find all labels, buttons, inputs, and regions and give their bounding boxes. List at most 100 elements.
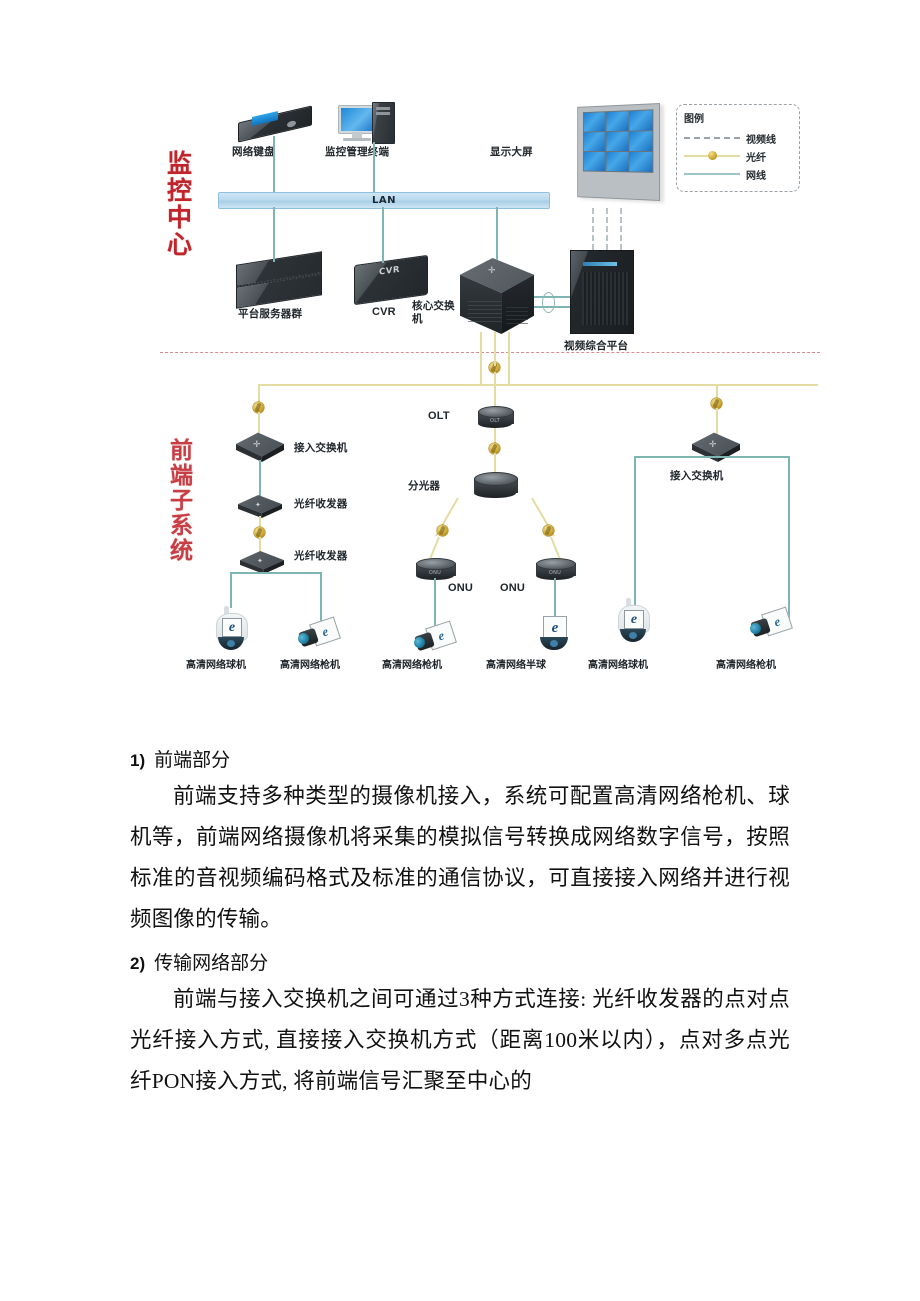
label-onu-right: ONU	[500, 582, 526, 594]
label-access-switch-left: 接入交换机	[294, 442, 348, 454]
fiber-olt-splitter-b	[494, 453, 496, 475]
lan-bus-label: LAN	[372, 195, 396, 206]
cvr-device-icon: CVR	[354, 254, 428, 306]
fiber-bead-trunk-center	[489, 362, 500, 373]
link-lan-core-switch	[496, 207, 498, 260]
camera-bullet-6-icon: e	[748, 606, 793, 640]
fiber-bead-onu-left	[437, 525, 448, 536]
camera-bullet-2-icon: e	[296, 616, 341, 650]
label-video-platform: 视频综合平台	[564, 340, 629, 352]
link-transceiver-cam1	[230, 572, 232, 608]
fiber-drop-left-2	[258, 412, 260, 434]
onu-right-badge: ONU	[548, 570, 562, 577]
label-monitoring-workstation: 监控管理终端	[325, 146, 390, 158]
label-cvr: CVR	[372, 306, 396, 318]
label-platform-server-group: 平台服务器群	[238, 308, 303, 320]
label-video-wall: 显示大屏	[490, 146, 533, 158]
link-onu-left-camera	[434, 578, 436, 638]
olt-device-icon: OLT	[478, 406, 514, 428]
fiber-onu-right-tail	[550, 536, 561, 560]
fiber-trunk-bus-left	[258, 384, 568, 386]
camera-label-6: 高清网络枪机	[716, 660, 776, 671]
link-lan-cvr	[382, 207, 384, 263]
label-olt: OLT	[428, 410, 450, 422]
link-keyboard-lan	[273, 136, 275, 192]
fiber-bead-left	[253, 402, 264, 413]
cable-ring-icon	[542, 292, 555, 313]
fiber-bead-between-transceivers	[254, 527, 265, 538]
link-lan-server-group	[273, 207, 275, 262]
section-label-front-end-subsystem: 前端子系统	[165, 438, 192, 563]
fiber-transceiver-lower-icon: ✦	[240, 550, 284, 574]
camera-label-1: 高清网络球机	[186, 660, 246, 671]
legend-title: 图例	[684, 114, 704, 125]
fiber-coreswitch-down-1	[480, 332, 482, 385]
legend-label-video-cable: 视频线	[746, 134, 776, 146]
fiber-trunk-bus-right	[520, 384, 818, 386]
network-topology-diagram: 监控中心 前端子系统 图例 视频线 光纤 网线 网络键盘	[160, 100, 820, 700]
camera-halfball-4-icon: e	[540, 616, 570, 652]
label-fiber-transceiver-lower: 光纤收发器	[294, 550, 348, 562]
fiber-drop-left	[258, 384, 260, 406]
legend-label-network-cable: 网线	[746, 170, 766, 182]
camera-label-3: 高清网络枪机	[382, 660, 442, 671]
fiber-coreswitch-down-3	[508, 332, 510, 385]
section-label-monitoring-center: 监控中心	[163, 150, 193, 258]
fiber-bead-onu-right	[543, 525, 554, 536]
fiber-between-transceivers-a	[259, 516, 261, 530]
camera-label-2: 高清网络枪机	[280, 660, 340, 671]
link-accessswitch-right-branch-h	[634, 456, 788, 458]
article-body: 1) 前端部分 前端支持多种类型的摄像机接入，系统可配置高清网络枪机、球机等，前…	[130, 745, 790, 1110]
fiber-bead-olt-splitter	[489, 443, 500, 454]
legend-label-fiber: 光纤	[746, 152, 766, 164]
camera-label-5: 高清网络球机	[588, 660, 648, 671]
label-access-switch-right: 接入交换机	[670, 470, 724, 482]
camera-dome-5-icon: e	[618, 598, 650, 644]
link-coreswitch-videoplatform-c	[553, 296, 573, 298]
video-cable-sample-icon	[684, 133, 740, 143]
fiber-transceiver-upper-icon: ✦	[238, 494, 282, 518]
fiber-sample-icon	[684, 151, 740, 161]
section-number-2: 2)	[130, 954, 146, 973]
onu-right-icon: ONU	[536, 558, 576, 580]
link-coreswitch-videoplatform-d	[553, 306, 573, 308]
optical-splitter-icon	[474, 472, 518, 498]
core-switch-icon: ✛	[460, 258, 534, 334]
fiber-trunk-stub-up	[494, 352, 496, 366]
link-accessswitch-transceiver-upper	[259, 460, 261, 498]
network-cable-sample-icon	[684, 169, 740, 179]
camera-dome-1-icon: e	[216, 606, 248, 652]
video-platform-cabinet-icon	[570, 250, 634, 334]
section-title-1: 前端部分	[154, 750, 231, 771]
network-keyboard-icon	[238, 105, 312, 143]
access-switch-left-icon: ✛	[236, 432, 284, 462]
onu-left-badge: ONU	[428, 570, 442, 577]
section-paragraph-1: 前端支持多种类型的摄像机接入，系统可配置高清网络枪机、球机等，前端网络摄像机将采…	[130, 784, 790, 931]
section-heading-2: 2) 传输网络部分	[130, 948, 790, 975]
link-workstation-lan	[373, 142, 375, 192]
zone-divider	[160, 352, 820, 353]
section-paragraph-2: 前端与接入交换机之间可通过3种方式连接: 光纤收发器的点对点光纤接入方式, 直接…	[130, 987, 790, 1093]
label-fiber-transceiver-upper: 光纤收发器	[294, 498, 348, 510]
olt-device-badge: OLT	[490, 418, 500, 425]
label-network-keyboard: 网络键盘	[232, 146, 275, 158]
legend-box: 图例 视频线 光纤 网线	[676, 104, 800, 192]
cvr-device-badge: CVR	[379, 264, 400, 278]
fiber-trunk-to-olt	[494, 372, 496, 408]
video-wall-icon	[566, 103, 670, 207]
legend-item-network-cable: 网线	[684, 165, 792, 183]
link-transceiver-branch-h	[230, 572, 322, 574]
lan-bus: LAN	[218, 192, 550, 209]
camera-bullet-3-icon: e	[412, 620, 457, 654]
section-number-1: 1)	[130, 751, 146, 770]
link-videowall-platform-3	[620, 208, 622, 250]
fiber-olt-splitter-a	[494, 428, 496, 446]
fiber-onu-left-tail	[429, 536, 440, 560]
label-onu-left: ONU	[448, 582, 474, 594]
monitoring-workstation-icon	[338, 102, 408, 148]
label-optical-splitter: 分光器	[408, 480, 441, 492]
label-core-switch: 核心交换机	[412, 300, 455, 325]
link-transceiver-cam2	[320, 572, 322, 636]
fiber-bead-right	[711, 398, 722, 409]
section-title-2: 传输网络部分	[154, 953, 269, 974]
